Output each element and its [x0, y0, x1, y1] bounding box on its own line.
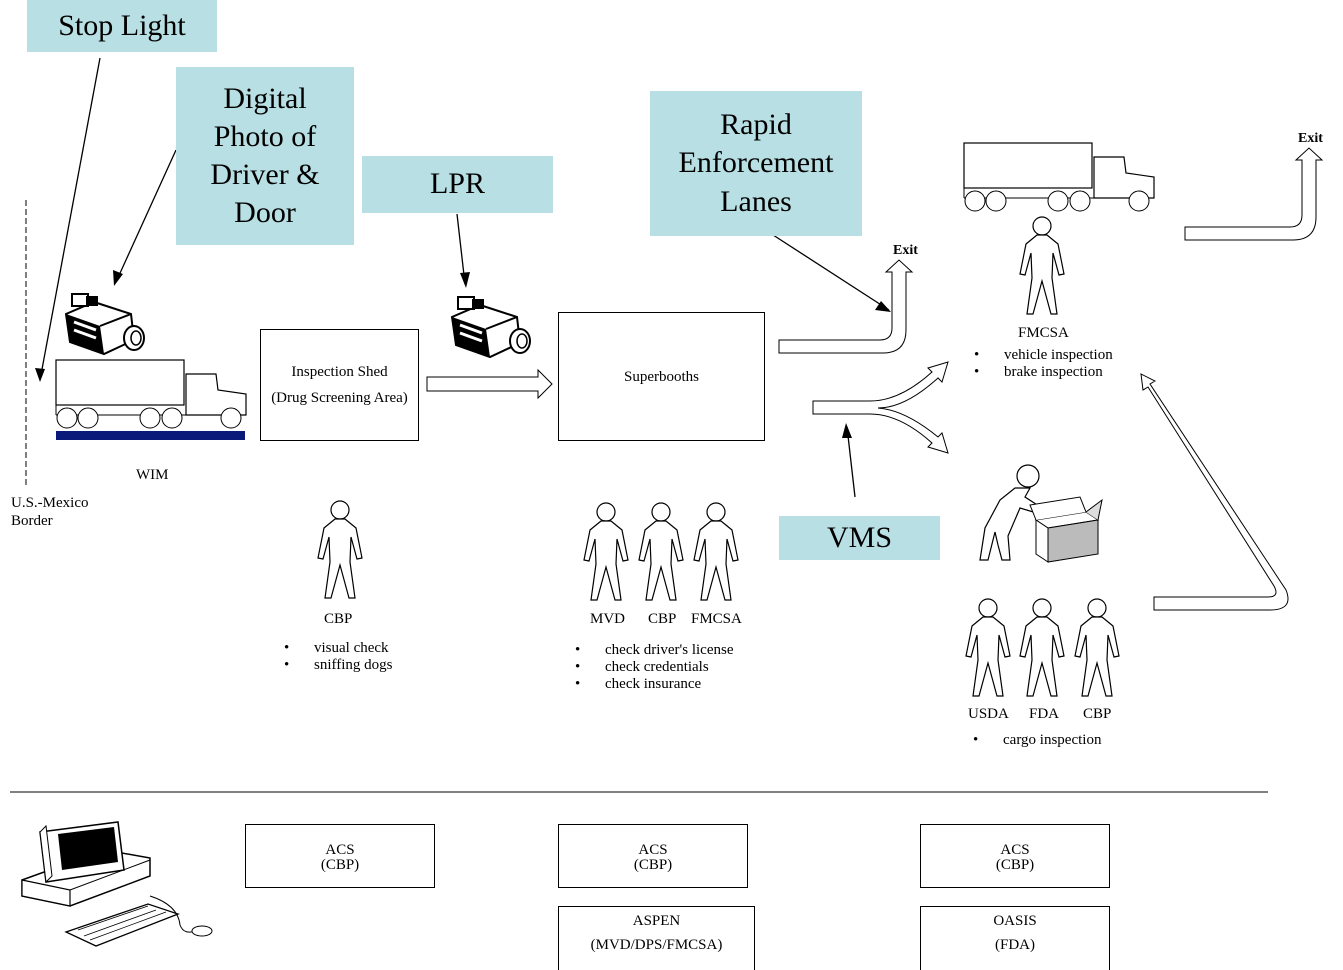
agency-label: FMCSA	[1018, 325, 1069, 341]
agency-label: USDA	[968, 706, 1009, 722]
aspen-system-box: ASPEN (MVD/DPS/FMCSA)	[558, 906, 755, 970]
person-icon	[965, 598, 1011, 697]
callout-line: Photo of	[213, 119, 317, 153]
exit-label: Exit	[1298, 131, 1323, 146]
system-name: ASPEN	[632, 913, 681, 929]
inspection-shed-box: Inspection Shed (Drug Screening Area)	[260, 329, 419, 441]
person-icon	[317, 500, 363, 599]
system-name: ACS	[638, 842, 668, 858]
camera-icon	[64, 292, 146, 356]
list-item: check credentials	[575, 659, 733, 676]
list-item: cargo inspection	[973, 732, 1101, 749]
return-arrow	[1140, 373, 1289, 611]
agency-label: CBP	[648, 611, 677, 627]
agency-label: CBP	[324, 611, 353, 627]
system-name: OASIS	[993, 913, 1037, 929]
computer-icon	[21, 821, 213, 947]
person-icon	[583, 502, 629, 601]
exit-arrow	[1184, 147, 1324, 241]
agency-label: CBP	[1083, 706, 1112, 722]
vms-callout: VMS	[779, 516, 940, 560]
cargo-inspector-icon	[979, 464, 1103, 563]
list-item: check insurance	[575, 676, 733, 693]
border-label-line: Border	[11, 513, 53, 529]
lpr-label: LPR	[429, 167, 486, 201]
truck-icon	[55, 359, 247, 429]
list-item: vehicle inspection	[974, 347, 1113, 364]
system-owner: (CBP)	[633, 857, 673, 873]
border-label-line: U.S.-Mexico	[11, 495, 89, 511]
agency-label: MVD	[590, 611, 626, 627]
digital-photo-callout: Digital Photo of Driver & Door	[176, 67, 354, 245]
wim-label: WIM	[136, 467, 169, 483]
callout-line: Enforcement	[678, 146, 834, 180]
callout-line: Driver &	[210, 158, 320, 191]
booth-task-list: check driver's license check credentials…	[575, 642, 733, 693]
list-item: check driver's license	[575, 642, 733, 659]
wim-scale	[56, 431, 245, 440]
exit-label: Exit	[893, 243, 918, 258]
exit-arrow	[778, 259, 914, 354]
person-icon	[638, 502, 684, 601]
person-icon	[1019, 216, 1065, 315]
inspection-shed-title: Inspection Shed	[291, 364, 388, 380]
acs-system-box: ACS (CBP)	[920, 824, 1110, 888]
cbp-task-list: visual check sniffing dogs	[284, 640, 392, 674]
flow-arrow	[426, 368, 553, 400]
rapid-enforcement-callout: Rapid Enforcement Lanes	[650, 91, 862, 236]
cargo-task-list: cargo inspection	[973, 732, 1101, 749]
system-owner: (FDA)	[995, 937, 1035, 953]
person-icon	[1019, 598, 1065, 697]
inspection-shed-subtitle: (Drug Screening Area)	[271, 390, 408, 406]
stop-light-callout: Stop Light	[27, 0, 217, 52]
acs-system-box: ACS (CBP)	[245, 824, 435, 888]
callout-line: Rapid	[720, 108, 792, 142]
callout-line: Digital	[223, 81, 307, 115]
truck-icon	[963, 142, 1155, 212]
oasis-system-box: OASIS (FDA)	[920, 906, 1110, 970]
list-item: visual check	[284, 640, 392, 657]
stop-light-label: Stop Light	[58, 8, 186, 42]
border-label: U.S.-Mexico Border	[11, 494, 89, 530]
system-name: ACS	[1000, 842, 1030, 858]
agency-label: FMCSA	[691, 611, 742, 627]
system-name: ACS	[325, 842, 355, 858]
superbooths-title: Superbooths	[624, 368, 699, 385]
split-arrow	[812, 361, 949, 454]
agency-label: FDA	[1029, 706, 1060, 722]
fmcsa-task-list: vehicle inspection brake inspection	[974, 347, 1113, 381]
callout-line: Lanes	[720, 184, 792, 218]
list-item: sniffing dogs	[284, 657, 392, 674]
callout-line: Door	[234, 196, 296, 230]
list-item: brake inspection	[974, 364, 1113, 381]
acs-system-box: ACS (CBP)	[558, 824, 748, 888]
person-icon	[693, 502, 739, 601]
superbooths-box: Superbooths	[558, 312, 765, 441]
system-owner: (CBP)	[320, 857, 360, 873]
person-icon	[1074, 598, 1120, 697]
system-owner: (CBP)	[995, 857, 1035, 873]
lpr-callout: LPR	[362, 156, 553, 213]
vms-label: VMS	[826, 520, 893, 554]
system-owner: (MVD/DPS/FMCSA)	[590, 937, 723, 953]
camera-icon	[450, 295, 532, 359]
